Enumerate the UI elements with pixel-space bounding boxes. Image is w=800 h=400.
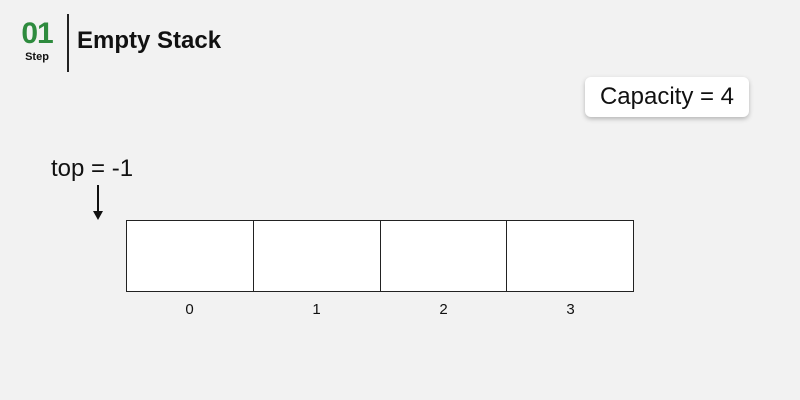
stack-cell [127, 221, 254, 291]
header-divider [67, 14, 69, 72]
index-row: 0 1 2 3 [126, 300, 634, 320]
step-word: Step [25, 51, 49, 63]
stack-cell [507, 221, 633, 291]
page-title: Empty Stack [77, 27, 222, 54]
index-label: 0 [185, 301, 194, 318]
stack-cell [381, 221, 508, 291]
step-number: 01 [21, 17, 53, 50]
index-label: 1 [312, 301, 321, 318]
stack-array [126, 220, 634, 292]
stack-cell [254, 221, 381, 291]
step-badge: 01 Step [18, 18, 58, 66]
down-arrow-icon [93, 185, 103, 220]
top-pointer-label: top = -1 [51, 155, 134, 182]
index-label: 2 [439, 301, 448, 318]
index-label: 3 [566, 301, 575, 318]
capacity-badge: Capacity = 4 [585, 77, 749, 117]
